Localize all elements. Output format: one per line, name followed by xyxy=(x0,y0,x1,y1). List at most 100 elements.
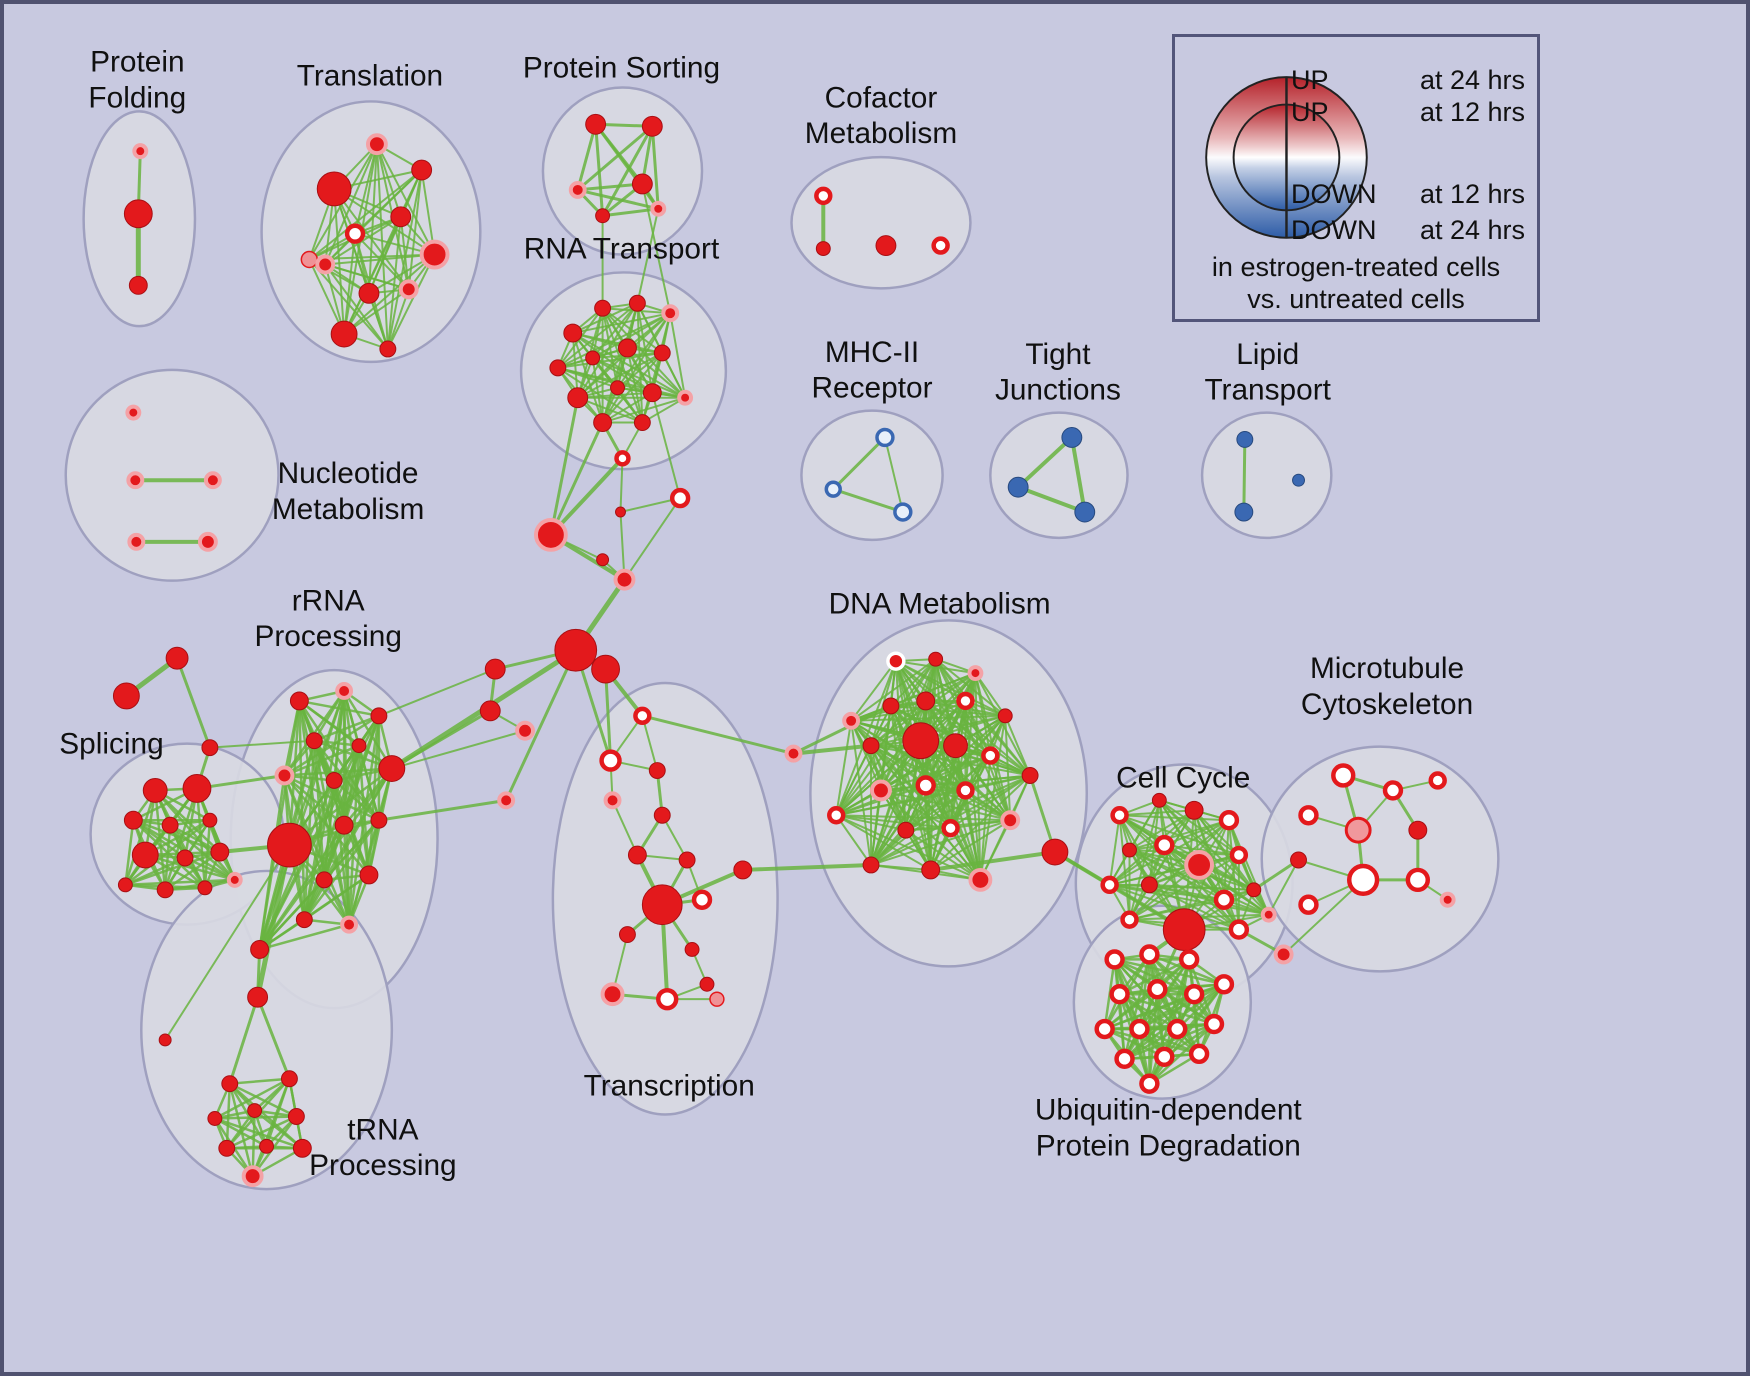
network-node-c9[interactable] xyxy=(484,658,506,680)
network-node-cc10[interactable] xyxy=(1140,876,1158,894)
network-node-cf2[interactable] xyxy=(815,241,831,257)
network-node-cc4[interactable] xyxy=(1218,810,1240,831)
network-node-tx15[interactable] xyxy=(709,991,725,1007)
network-node-rt13[interactable] xyxy=(633,414,651,432)
network-node-tl10[interactable] xyxy=(398,279,419,300)
network-node-cc15[interactable] xyxy=(1228,919,1250,940)
network-node-mh2[interactable] xyxy=(824,480,842,498)
network-node-sp11[interactable] xyxy=(226,871,243,888)
network-node-c7[interactable] xyxy=(554,628,598,672)
network-node-dn2[interactable] xyxy=(928,651,944,667)
network-node-cf4[interactable] xyxy=(931,236,950,255)
network-node-c8[interactable] xyxy=(591,654,620,684)
network-node-c10[interactable] xyxy=(479,700,501,722)
network-node-nm5[interactable] xyxy=(197,531,218,552)
network-node-dn17[interactable] xyxy=(827,806,846,825)
network-node-sp1[interactable] xyxy=(142,777,168,803)
network-node-sp8[interactable] xyxy=(210,842,230,862)
network-node-rt1[interactable] xyxy=(563,323,583,343)
network-node-cc3[interactable] xyxy=(1184,800,1204,820)
network-node-ub8[interactable] xyxy=(1094,1018,1115,1040)
network-node-tn7[interactable] xyxy=(287,1108,305,1125)
network-node-tj1[interactable] xyxy=(1061,427,1083,448)
network-node-rr3[interactable] xyxy=(370,707,388,725)
network-node-rr8[interactable] xyxy=(325,772,343,789)
network-node-tn4[interactable] xyxy=(280,1070,298,1088)
network-node-rr2[interactable] xyxy=(335,682,354,700)
network-node-sp4[interactable] xyxy=(161,816,179,834)
network-node-cf3[interactable] xyxy=(875,235,897,257)
network-node-c5[interactable] xyxy=(596,553,610,567)
network-node-nm3[interactable] xyxy=(203,471,222,490)
network-node-tl6[interactable] xyxy=(390,206,412,228)
network-node-rr16[interactable] xyxy=(250,940,270,959)
network-node-dn20[interactable] xyxy=(1000,810,1021,831)
network-node-rr6[interactable] xyxy=(378,755,406,782)
network-node-tx7[interactable] xyxy=(678,851,696,869)
network-node-dn3[interactable] xyxy=(967,665,984,682)
network-node-ub3[interactable] xyxy=(1178,949,1200,970)
network-node-tx11[interactable] xyxy=(684,942,700,957)
network-node-dn15[interactable] xyxy=(915,775,936,796)
network-node-ub9[interactable] xyxy=(1129,1018,1150,1040)
network-node-tx8[interactable] xyxy=(641,884,683,926)
network-node-dn16[interactable] xyxy=(956,781,975,800)
network-node-tl2[interactable] xyxy=(365,133,388,156)
network-node-rt7[interactable] xyxy=(618,338,637,358)
network-node-ub7[interactable] xyxy=(1213,974,1235,995)
network-node-cc16[interactable] xyxy=(1260,906,1277,923)
network-node-ps6[interactable] xyxy=(650,200,667,217)
network-node-dn5[interactable] xyxy=(882,697,900,715)
network-node-ub2[interactable] xyxy=(1139,944,1160,965)
network-node-tn1[interactable] xyxy=(247,986,269,1008)
network-node-tl8[interactable] xyxy=(315,254,336,275)
network-node-ub1[interactable] xyxy=(1104,949,1125,970)
network-node-tl9[interactable] xyxy=(358,282,380,304)
network-node-ub10[interactable] xyxy=(1167,1018,1188,1040)
network-node-rr13[interactable] xyxy=(359,865,379,885)
network-node-rt2[interactable] xyxy=(594,299,612,317)
network-node-tl4[interactable] xyxy=(300,250,319,269)
network-node-rr9[interactable] xyxy=(267,822,312,868)
network-node-tl3[interactable] xyxy=(411,159,433,181)
network-node-tl7[interactable] xyxy=(419,239,450,270)
network-node-rr7[interactable] xyxy=(274,765,295,786)
network-node-mc4[interactable] xyxy=(1298,805,1319,826)
network-node-tn9[interactable] xyxy=(259,1138,275,1154)
network-node-mc10[interactable] xyxy=(1298,894,1319,915)
network-node-ub5[interactable] xyxy=(1147,979,1168,1000)
network-node-rr5[interactable] xyxy=(351,738,367,754)
network-node-rt5[interactable] xyxy=(549,359,567,377)
network-node-tx12[interactable] xyxy=(699,976,715,992)
network-node-rt10[interactable] xyxy=(610,380,625,396)
network-node-mc6[interactable] xyxy=(1408,820,1428,840)
network-node-rr14[interactable] xyxy=(295,911,313,929)
network-node-mc9[interactable] xyxy=(1405,867,1431,893)
network-node-dn13[interactable] xyxy=(1021,767,1039,784)
network-node-mh3[interactable] xyxy=(893,502,913,522)
network-node-cc12[interactable] xyxy=(1213,889,1235,910)
network-node-tx14[interactable] xyxy=(656,987,679,1011)
network-node-pf1[interactable] xyxy=(132,143,149,160)
network-node-rt11[interactable] xyxy=(642,383,662,403)
network-node-mc2[interactable] xyxy=(1382,780,1404,801)
network-node-sp2[interactable] xyxy=(182,773,212,803)
network-node-rr15[interactable] xyxy=(340,915,359,934)
network-node-sp12[interactable] xyxy=(117,877,133,893)
network-node-sp6[interactable] xyxy=(131,841,159,869)
network-node-lp1[interactable] xyxy=(1236,431,1254,448)
network-node-tj3[interactable] xyxy=(1074,501,1096,523)
network-node-dn23[interactable] xyxy=(968,867,993,892)
network-node-rt6[interactable] xyxy=(585,350,601,366)
network-node-ps3[interactable] xyxy=(568,180,587,199)
network-node-tl11[interactable] xyxy=(330,320,358,348)
network-node-sp7[interactable] xyxy=(176,849,194,867)
network-node-tn8[interactable] xyxy=(218,1139,236,1157)
network-node-rt12[interactable] xyxy=(593,413,613,432)
network-node-tx6[interactable] xyxy=(627,845,647,865)
network-node-ub15[interactable] xyxy=(1139,1073,1160,1094)
network-node-c12[interactable] xyxy=(497,791,516,810)
network-node-mc12[interactable] xyxy=(1273,944,1294,965)
network-node-c4[interactable] xyxy=(615,506,626,518)
network-node-sp10[interactable] xyxy=(197,880,213,896)
